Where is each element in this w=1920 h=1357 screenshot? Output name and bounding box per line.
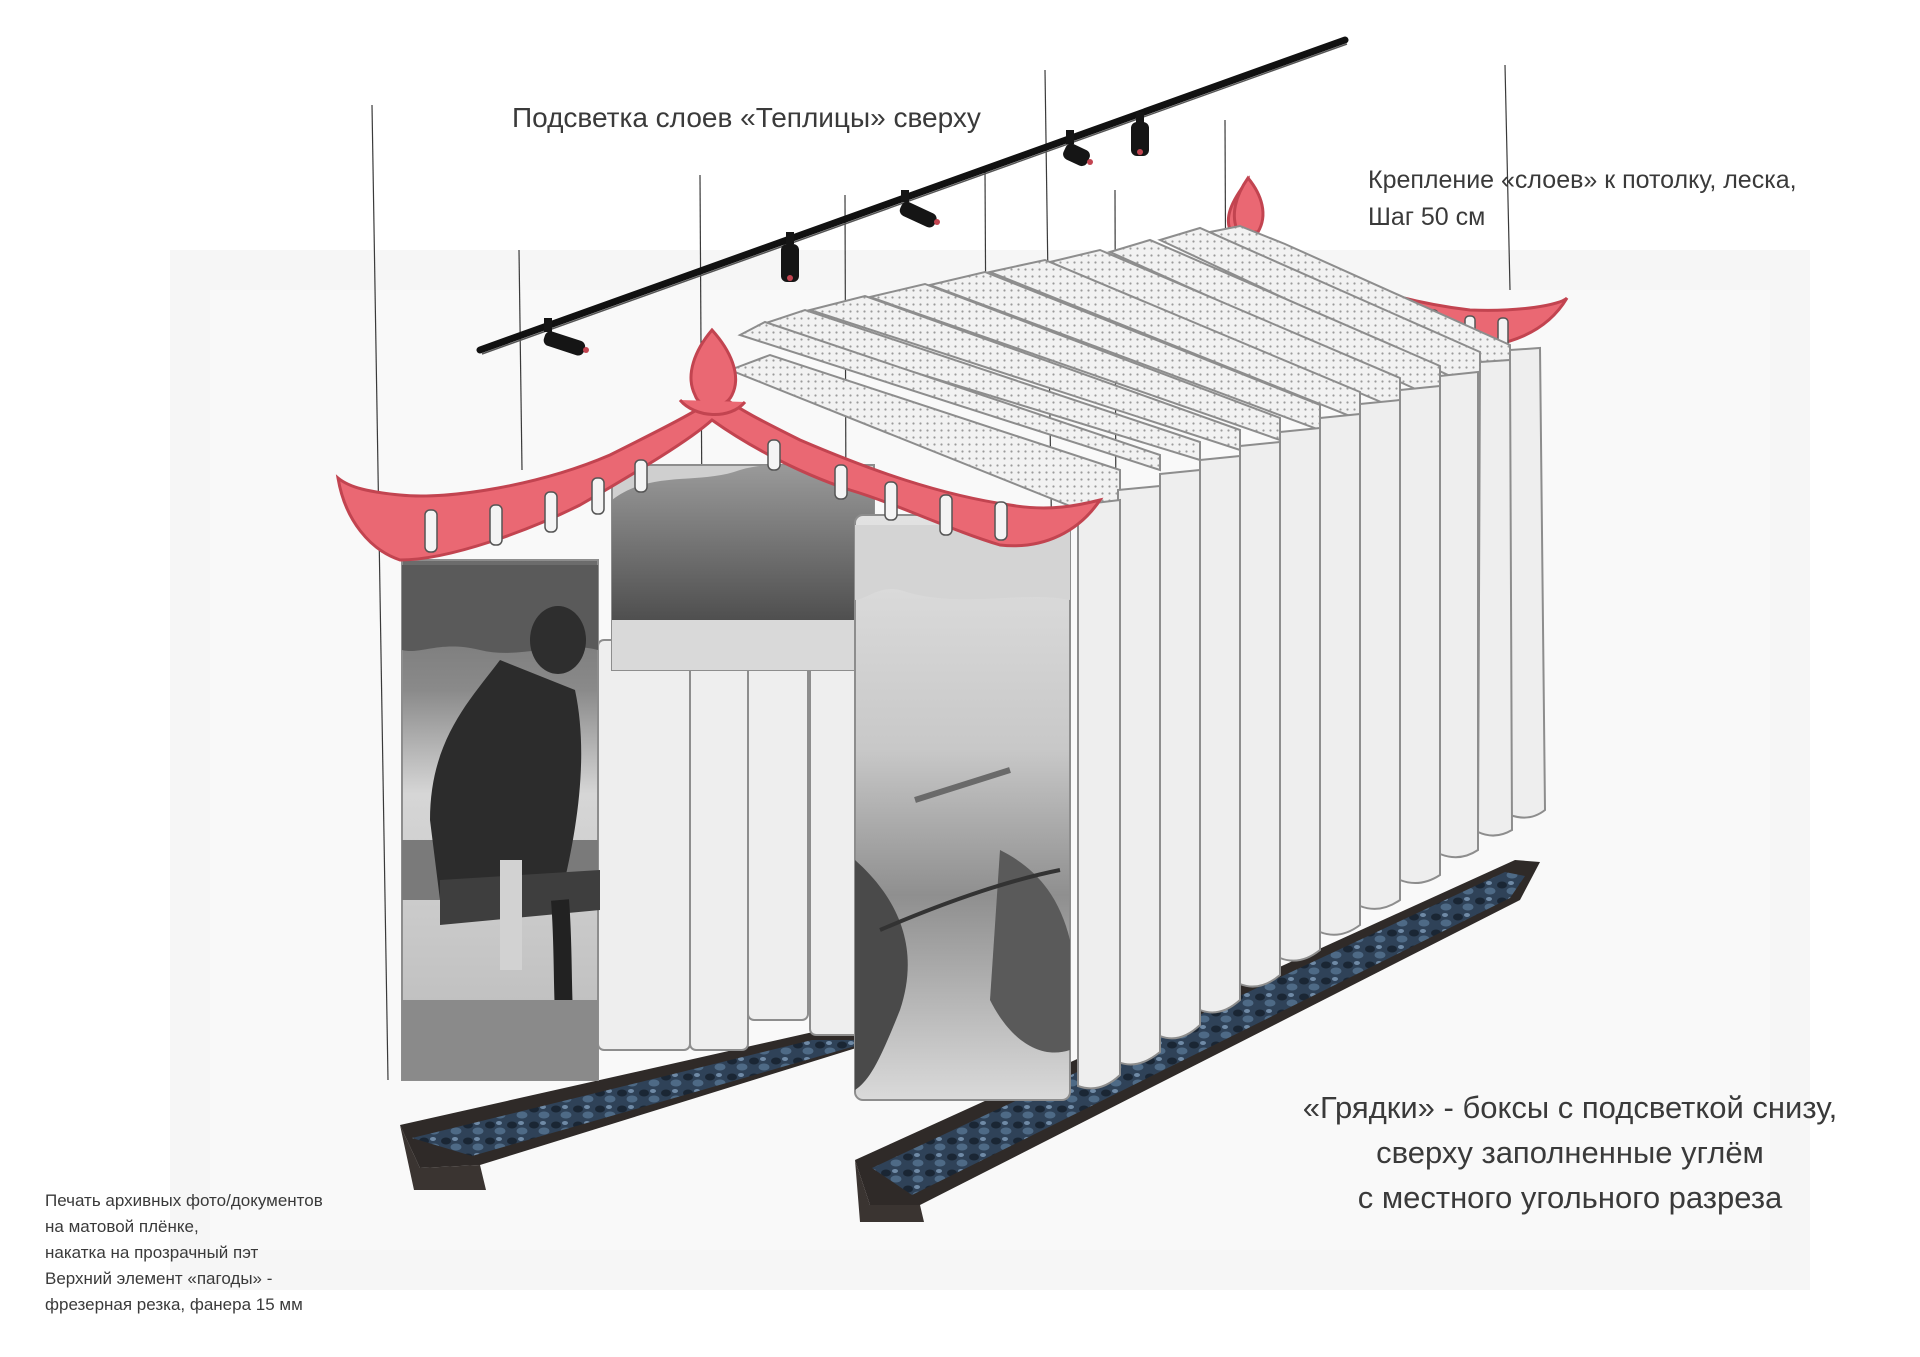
beds-annotation: «Грядки» - боксы с подсветкой снизу, све… — [1290, 1085, 1850, 1220]
archive-photo-figure — [401, 559, 600, 1081]
greenhouse-layer-panels — [1077, 346, 1547, 1090]
archive-photo-back — [611, 464, 875, 671]
beds-annotation-line: сверху заполненные углём — [1376, 1135, 1764, 1170]
print-annotation-line: на матовой плёнке, — [45, 1217, 199, 1236]
mount-annotation-line: Крепление «слоев» к потолку, леска, — [1368, 166, 1797, 194]
lighting-annotation: Подсветка слоев «Теплицы» сверху — [512, 102, 981, 133]
mount-annotation-line: Шаг 50 см — [1368, 203, 1486, 231]
print-annotation: Печать архивных фото/документов на матов… — [45, 1188, 323, 1318]
print-annotation-line: фрезерная резка, фанера 15 мм — [45, 1295, 303, 1314]
archive-photo-river — [854, 514, 1071, 1101]
beds-annotation-line: с местного угольного разреза — [1357, 1180, 1783, 1215]
left-layer-panels — [597, 639, 863, 1051]
pagoda-roof-icon — [335, 327, 1104, 562]
track-spotlight-icon — [543, 112, 1149, 356]
print-annotation-line: накатка на прозрачный пэт — [45, 1243, 259, 1262]
greenhouse-layer-tops — [727, 224, 1511, 512]
print-annotation-line: Верхний элемент «пагоды» - — [45, 1269, 273, 1288]
print-annotation-line: Печать архивных фото/документов — [45, 1191, 323, 1210]
bed-left — [400, 1030, 898, 1190]
beds-annotation-line: «Грядки» - боксы с подсветкой снизу, — [1302, 1090, 1838, 1125]
bed-right — [855, 860, 1540, 1222]
lighting-track — [476, 36, 1349, 355]
mount-annotation: Крепление «слоев» к потолку, леска, Шаг … — [1368, 162, 1797, 236]
